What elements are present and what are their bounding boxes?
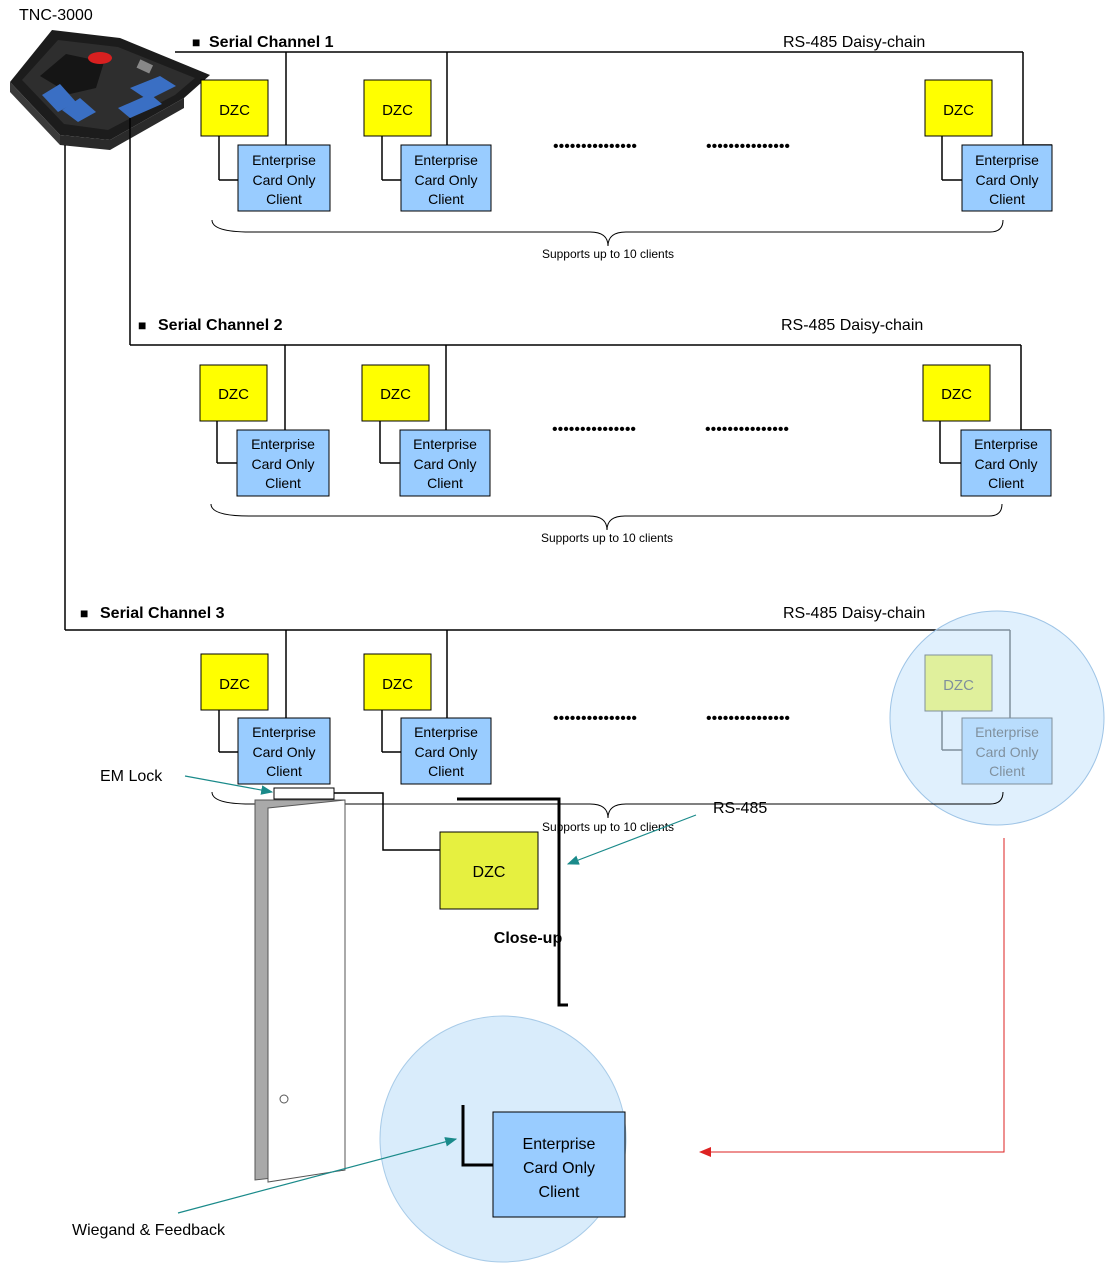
support-note: Supports up to 10 clients bbox=[541, 531, 673, 545]
client-label-line1: Enterprise bbox=[252, 724, 316, 740]
wiegand-label: Wiegand & Feedback bbox=[72, 1222, 226, 1239]
client-label-line2: Card Only bbox=[974, 456, 1037, 472]
closeup-client-line2: Card Only bbox=[523, 1160, 595, 1177]
client-box bbox=[237, 144, 331, 212]
bullet-marker: ■ bbox=[192, 34, 200, 50]
client-box bbox=[400, 144, 492, 212]
dzc-box bbox=[199, 364, 268, 422]
client-label-line3: Client bbox=[428, 763, 464, 779]
client-label-line3: Client bbox=[988, 475, 1024, 491]
dzc-box bbox=[361, 364, 430, 422]
brace bbox=[211, 219, 1004, 247]
dzc-label: DZC bbox=[941, 386, 972, 403]
closeup-client-line1: Enterprise bbox=[523, 1136, 596, 1153]
closeup-wiring bbox=[334, 792, 568, 1167]
ellipsis-dots: ••••••••••••••• bbox=[705, 421, 789, 438]
rs485-label: RS-485 bbox=[713, 800, 767, 817]
em-lock-pointer bbox=[184, 775, 274, 795]
client-label-line2: Card Only bbox=[413, 456, 476, 472]
closeup-dzc-box bbox=[439, 831, 539, 910]
channel-1-bus-label: RS-485 Daisy-chain bbox=[783, 34, 925, 51]
support-note: Supports up to 10 clients bbox=[542, 820, 674, 834]
closeup-client-box bbox=[492, 1111, 626, 1218]
client-box bbox=[400, 717, 492, 785]
dzc-label: DZC bbox=[943, 102, 974, 119]
closeup-dzc-label: DZC bbox=[473, 864, 506, 881]
client-label-line1: Enterprise bbox=[414, 724, 478, 740]
ellipsis-dots: ••••••••••••••• bbox=[706, 138, 790, 155]
channel-2-bus bbox=[130, 344, 1051, 464]
client-box bbox=[236, 429, 330, 497]
closeup-section: Close-up DZC Enterprise Card Only Client… bbox=[72, 768, 767, 1263]
client-box bbox=[237, 717, 331, 785]
client-label-line2: Card Only bbox=[252, 172, 315, 188]
client-label-line2: Card Only bbox=[975, 172, 1038, 188]
client-label-line3: Client bbox=[989, 191, 1025, 207]
controller-label: TNC-3000 bbox=[19, 7, 93, 24]
channel-2-title: Serial Channel 2 bbox=[158, 317, 283, 334]
ellipsis-dots: ••••••••••••••• bbox=[553, 710, 637, 727]
client-label-line3: Client bbox=[428, 191, 464, 207]
client-label-line2: Card Only bbox=[252, 744, 315, 760]
rs485-pointer bbox=[566, 814, 697, 865]
bullet-marker: ■ bbox=[138, 317, 146, 333]
dzc-label: DZC bbox=[219, 102, 250, 119]
serial-channel-2: ■ Serial Channel 2 RS-485 Daisy-chain DZ… bbox=[130, 317, 1052, 545]
dzc-box bbox=[363, 653, 432, 711]
dzc-label: DZC bbox=[218, 386, 249, 403]
channel-1-title: Serial Channel 1 bbox=[209, 34, 334, 51]
trunk-lines bbox=[64, 51, 197, 630]
bullet-marker: ■ bbox=[80, 605, 88, 621]
client-label-line2: Card Only bbox=[414, 172, 477, 188]
client-label-line1: Enterprise bbox=[975, 152, 1039, 168]
client-box bbox=[960, 429, 1052, 497]
client-box bbox=[961, 144, 1053, 212]
client-label-line3: Client bbox=[266, 191, 302, 207]
closeup-title: Close-up bbox=[494, 930, 563, 947]
highlight-circle bbox=[889, 610, 1105, 826]
client-label-line1: Enterprise bbox=[252, 152, 316, 168]
dzc-box bbox=[200, 653, 269, 711]
brace bbox=[210, 503, 1003, 531]
dzc-label: DZC bbox=[382, 676, 413, 693]
brace bbox=[211, 791, 1004, 819]
em-lock-label: EM Lock bbox=[100, 768, 163, 785]
client-label-line1: Enterprise bbox=[251, 436, 315, 452]
client-label-line2: Card Only bbox=[251, 456, 314, 472]
client-label-line3: Client bbox=[266, 763, 302, 779]
dzc-box bbox=[363, 79, 432, 137]
door-icon bbox=[254, 799, 346, 1183]
dzc-box bbox=[200, 79, 269, 137]
serial-channel-3: ■ Serial Channel 3 RS-485 Daisy-chain DZ… bbox=[65, 605, 1105, 834]
dzc-label: DZC bbox=[382, 102, 413, 119]
ellipsis-dots: ••••••••••••••• bbox=[706, 710, 790, 727]
channel-3-bus-label: RS-485 Daisy-chain bbox=[783, 605, 925, 622]
wiegand-pointer bbox=[177, 1137, 458, 1214]
dzc-box bbox=[922, 364, 991, 422]
client-box bbox=[399, 429, 491, 497]
em-lock-box bbox=[273, 787, 335, 800]
channel-2-bus-label: RS-485 Daisy-chain bbox=[781, 317, 923, 334]
closeup-client-line3: Client bbox=[539, 1184, 580, 1201]
client-label-line3: Client bbox=[265, 475, 301, 491]
dzc-label: DZC bbox=[219, 676, 250, 693]
client-label-line1: Enterprise bbox=[413, 436, 477, 452]
dzc-label: DZC bbox=[380, 386, 411, 403]
tnc-3000-controller-image bbox=[10, 30, 210, 150]
client-label-line1: Enterprise bbox=[974, 436, 1038, 452]
closeup-link-arrow bbox=[699, 838, 1005, 1157]
dzc-box bbox=[924, 79, 993, 137]
client-label-line1: Enterprise bbox=[414, 152, 478, 168]
ellipsis-dots: ••••••••••••••• bbox=[553, 138, 637, 155]
channel-3-title: Serial Channel 3 bbox=[100, 605, 225, 622]
support-note: Supports up to 10 clients bbox=[542, 247, 674, 261]
client-label-line2: Card Only bbox=[414, 744, 477, 760]
ellipsis-dots: ••••••••••••••• bbox=[552, 421, 636, 438]
serial-channel-1: ■ Serial Channel 1 RS-485 Daisy-chain DZ… bbox=[192, 34, 1053, 261]
client-label-line3: Client bbox=[427, 475, 463, 491]
